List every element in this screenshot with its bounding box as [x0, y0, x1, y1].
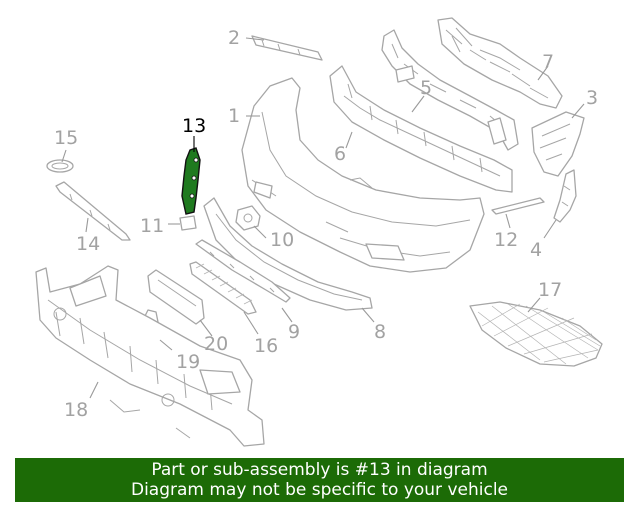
- callout-9: 9: [288, 321, 300, 343]
- part-9-lower-trim: [195, 239, 291, 303]
- part-10-sensor-bracket: [235, 205, 261, 231]
- part-1-bumper-cover: [241, 77, 485, 273]
- part-12-strip: [491, 197, 545, 215]
- part-11-clip: [179, 215, 197, 231]
- part-16-lower-grille: [189, 261, 257, 315]
- callout-13: 13: [182, 115, 206, 137]
- callout-11: 11: [140, 215, 164, 237]
- part-3-side-bracket: [531, 111, 585, 177]
- part-13-highlighted-bracket: [181, 147, 201, 215]
- callout-4: 4: [530, 239, 542, 261]
- callout-1: 1: [228, 105, 240, 127]
- part-6-reinforcement-bar: [329, 65, 513, 193]
- leader-lines: [61, 37, 585, 399]
- callout-7: 7: [542, 51, 554, 73]
- banner-line-1: Part or sub-assembly is #13 in diagram: [151, 460, 488, 480]
- callout-14: 14: [76, 233, 100, 255]
- part-17-side-grille: [469, 301, 603, 367]
- callout-2: 2: [228, 27, 240, 49]
- part-5-upper-reinforcement: [381, 29, 519, 151]
- info-banner: Part or sub-assembly is #13 in diagram D…: [15, 458, 624, 502]
- callout-20: 20: [204, 333, 228, 355]
- banner-line-2: Diagram may not be specific to your vehi…: [130, 480, 508, 500]
- callout-12: 12: [494, 229, 518, 251]
- part-20-plate-bracket: [147, 269, 205, 325]
- callout-17: 17: [538, 279, 562, 301]
- part-14-trim-strip: [55, 181, 131, 241]
- part-15-emblem: [46, 159, 74, 173]
- part-4-bracket: [553, 169, 577, 223]
- callout-3: 3: [586, 87, 598, 109]
- part-7-upper-bracket: [437, 17, 563, 109]
- callout-6: 6: [334, 143, 346, 165]
- callout-18: 18: [64, 399, 88, 421]
- callout-10: 10: [270, 229, 294, 251]
- callout-5: 5: [420, 77, 432, 99]
- part-18-carrier: [35, 265, 265, 447]
- callout-19: 19: [176, 351, 200, 373]
- callout-8: 8: [374, 321, 386, 343]
- part-2-trim-strip: [251, 35, 323, 61]
- callout-16: 16: [254, 335, 278, 357]
- callout-15: 15: [54, 127, 78, 149]
